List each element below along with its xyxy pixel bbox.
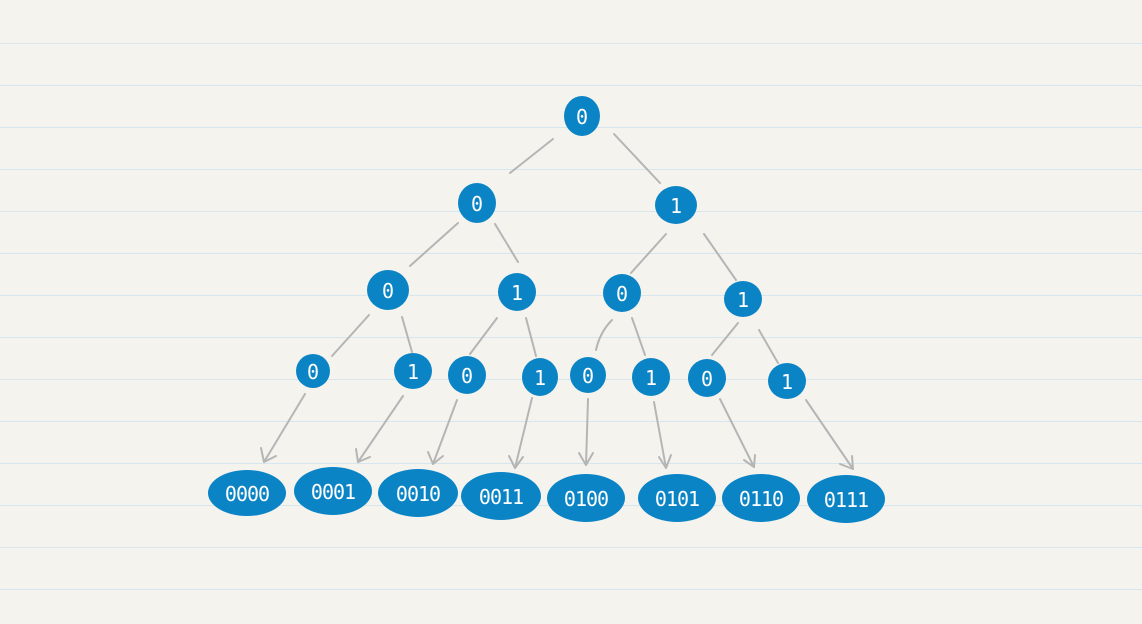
leaf-node-0111: 0111: [807, 475, 885, 523]
node-label: 0: [461, 364, 473, 388]
edge-l1-1-to-l2-2: [630, 233, 667, 274]
tree-node-l3-5: 1: [632, 358, 670, 396]
leaf-node-0011: 0011: [461, 472, 541, 520]
node-label: 0: [382, 279, 394, 303]
tree-node-l3-6: 0: [688, 359, 726, 397]
leaf-label: 0111: [824, 488, 868, 512]
arrow-to-leaf-0000: [260, 393, 306, 463]
leaf-node-0110: 0110: [722, 474, 800, 522]
node-label: 1: [737, 288, 749, 312]
leaf-label: 0011: [479, 485, 523, 509]
edge-l2-3-to-l3-7: [758, 329, 779, 364]
tree-node-l2-1: 1: [498, 273, 536, 311]
node-label: 1: [407, 360, 419, 384]
arrow-to-leaf-0110: [719, 398, 756, 468]
edge-l1-0-to-l2-1: [494, 223, 519, 263]
edge-l2-0-to-l3-1: [401, 316, 413, 353]
edge-l2-1-to-l3-2: [469, 317, 498, 355]
node-label: 1: [511, 281, 523, 305]
tree-node-l3-3: 1: [522, 358, 558, 396]
tree-node-l1-0: 0: [458, 183, 496, 223]
edge-l2-3-to-l3-6: [711, 322, 739, 356]
arrow-to-leaf-0010: [427, 399, 458, 465]
node-label: 0: [576, 105, 588, 129]
node-label: 0: [616, 282, 628, 306]
tree-node-l2-3: 1: [724, 281, 762, 317]
leaf-label: 0001: [311, 480, 355, 504]
leaf-label: 0100: [564, 487, 608, 511]
tree-node-l2-0: 0: [367, 270, 409, 310]
tree-node-l3-0: 0: [296, 354, 330, 388]
tree-node-l3-4: 0: [570, 357, 606, 393]
arrow-to-leaf-0011: [508, 397, 533, 469]
tree-node-l3-1: 1: [394, 353, 432, 389]
edge-l2-1-to-l3-3: [525, 317, 537, 357]
leaf-label: 0010: [396, 482, 440, 506]
leaf-node-0010: 0010: [378, 469, 458, 517]
edge-root-to-l1-0: [509, 138, 554, 174]
node-label: 0: [471, 192, 483, 216]
node-label: 1: [781, 370, 793, 394]
leaf-label: 0000: [225, 482, 269, 506]
arrow-to-leaf-0111: [805, 399, 854, 470]
arrow-to-leaf-0100: [578, 398, 594, 466]
edge-l2-2-to-l3-5: [631, 317, 646, 356]
node-label: 1: [534, 366, 546, 390]
leaf-node-0101: 0101: [638, 474, 716, 522]
edge-root-to-l1-1: [613, 133, 661, 184]
node-label: 0: [701, 367, 713, 391]
leaf-node-0100: 0100: [547, 474, 625, 522]
edge-l2-0-to-l3-0: [331, 314, 370, 357]
node-label: 1: [670, 194, 682, 218]
edge-l2-2-to-l3-4: [595, 319, 613, 351]
leaf-node-0001: 0001: [294, 467, 372, 515]
tree-node-l3-2: 0: [448, 356, 486, 394]
tree-node-l1-1: 1: [655, 186, 697, 224]
leaf-label: 0101: [655, 487, 699, 511]
leaf-label: 0110: [739, 487, 783, 511]
tree-node-l3-7: 1: [768, 363, 806, 399]
tree-node-l2-2: 0: [603, 274, 641, 312]
leaf-node-0000: 0000: [208, 470, 286, 516]
node-label: 0: [307, 360, 319, 384]
arrow-to-leaf-0001: [355, 395, 404, 463]
tree-node-root: 0: [564, 96, 600, 136]
arrow-to-leaf-0101: [653, 401, 672, 469]
edge-l1-1-to-l2-3: [703, 233, 737, 281]
node-label: 0: [582, 364, 594, 388]
node-label: 1: [645, 366, 657, 390]
edge-l1-0-to-l2-0: [409, 222, 459, 267]
